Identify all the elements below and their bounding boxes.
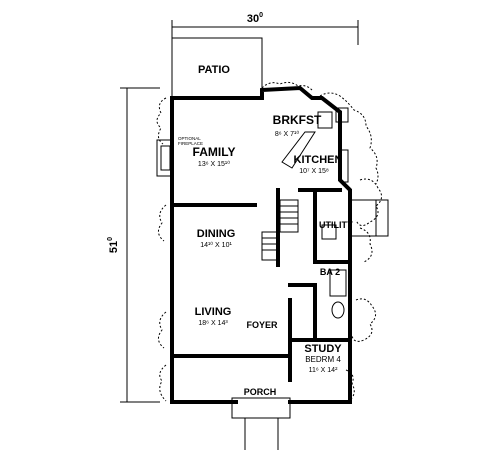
svg-text:300: 300 [247, 12, 263, 25]
living-size: 18⁶ X 14³ [198, 320, 228, 327]
front-porch [231, 397, 291, 450]
study-name: STUDY [304, 343, 342, 355]
depth-value: 51 [108, 241, 120, 253]
utility-label: UTILITY [319, 220, 353, 230]
living-name: LIVING [195, 306, 232, 318]
study-size: 11⁶ X 14² [309, 367, 338, 374]
stairs [261, 199, 299, 261]
width-dimension: 300 [171, 12, 359, 45]
brkfst-size: 8⁶ X 7¹⁰ [275, 130, 300, 138]
patio-label: PATIO [198, 64, 230, 76]
kitchen-counters [281, 107, 349, 183]
depth-superscript: 0 [107, 237, 114, 241]
fireplace-label-1: OPTIONAL [178, 136, 201, 141]
bath-fixtures [321, 224, 347, 319]
depth-dimension: 510 [107, 87, 160, 403]
fireplace [156, 139, 173, 177]
foyer-label: FOYER [246, 320, 278, 330]
landscaping [156, 81, 382, 403]
svg-text:510: 510 [107, 237, 120, 253]
patio: PATIO [171, 37, 263, 98]
family-name: FAMILY [193, 145, 236, 159]
side-entry [349, 199, 389, 237]
width-superscript: 0 [259, 12, 263, 19]
family-size: 13⁶ X 15¹⁰ [198, 160, 230, 168]
study-sub: BEDRM 4 [305, 355, 341, 364]
dining-name: DINING [197, 228, 236, 240]
dining-size: 14¹⁰ X 10¹ [200, 241, 232, 249]
fireplace-label-2: FIREPLACE [178, 141, 203, 146]
kitchen-size: 10⁷ X 15⁸ [299, 168, 329, 175]
interior-walls [170, 188, 352, 382]
brkfst-name: BRKFST [273, 113, 322, 127]
ba2-label: BA 2 [320, 267, 340, 277]
width-value: 30 [247, 13, 259, 25]
porch-label: PORCH [244, 387, 277, 397]
kitchen-name: KITCHEN [294, 154, 343, 166]
